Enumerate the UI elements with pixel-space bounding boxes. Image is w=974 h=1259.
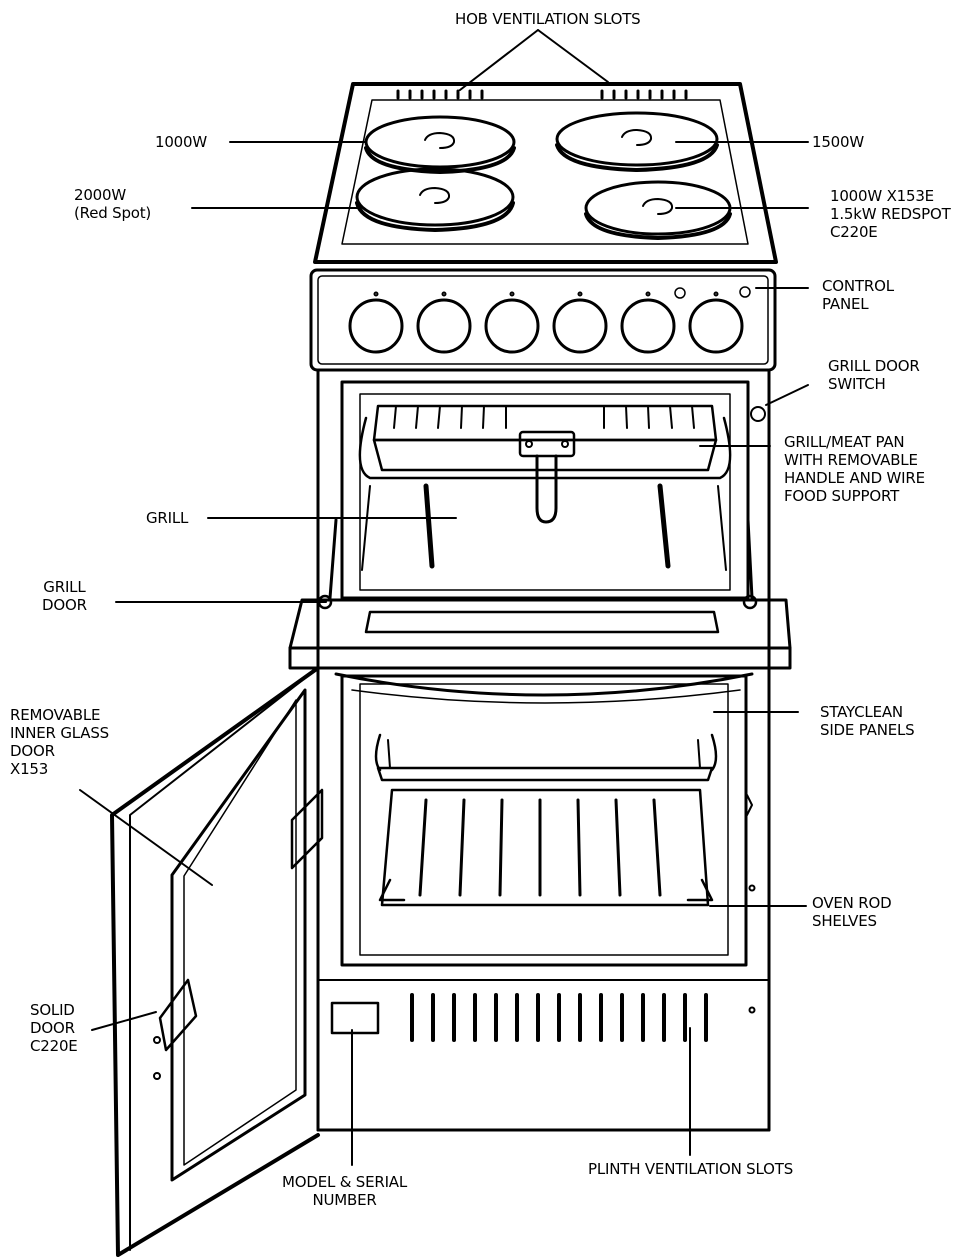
label-grill-door: GRILL DOOR	[42, 578, 87, 614]
control-panel	[309, 268, 777, 372]
label-line: (Red Spot)	[74, 204, 152, 222]
label-line: 1000W X153E	[830, 187, 934, 205]
label-line: DOOR	[42, 596, 87, 614]
label-solid-door: SOLID DOOR C220E	[30, 1001, 78, 1055]
hob	[313, 82, 778, 264]
hotplate-top-left	[364, 115, 516, 174]
leader-lines	[79, 29, 809, 1166]
label-oven-rod-shelves: OVEN ROD SHELVES	[812, 894, 892, 930]
label-line: STAYCLEAN	[820, 703, 903, 721]
label-inner-glass-door: REMOVABLE INNER GLASS DOOR X153	[10, 706, 109, 778]
label-line: C220E	[830, 223, 878, 241]
label-line: GRILL DOOR	[828, 357, 920, 375]
label-line: OVEN ROD	[812, 894, 892, 912]
label-plinth-ventilation-slots: PLINTH VENTILATION SLOTS	[588, 1160, 794, 1178]
label-grill: GRILL	[146, 509, 189, 527]
label-control-panel: CONTROL PANEL	[822, 277, 894, 313]
label-plate-1000w: 1000W	[155, 133, 208, 151]
label-line: INNER GLASS	[10, 724, 109, 742]
label-hob-ventilation-slots: HOB VENTILATION SLOTS	[455, 10, 641, 28]
label-line: 2000W	[74, 186, 127, 204]
label-line: GRILL/MEAT PAN	[784, 433, 905, 451]
label-line: CONTROL	[822, 277, 894, 295]
label-line: GRILL	[43, 578, 86, 596]
label-line: DOOR	[30, 1019, 75, 1037]
label-line: SWITCH	[828, 375, 886, 393]
hob-vents-right	[600, 89, 688, 100]
label-plate-1500w: 1500W	[812, 133, 865, 151]
oven-cavity	[334, 672, 756, 967]
label-side-panels: STAYCLEAN SIDE PANELS	[820, 703, 915, 739]
label-line: X153	[10, 760, 49, 778]
hotplate-bottom-right	[584, 180, 732, 240]
label-grill-door-switch: GRILL DOOR SWITCH	[828, 357, 920, 393]
label-line: REMOVABLE	[10, 706, 101, 724]
grill-compartment	[340, 380, 766, 600]
label-line: SHELVES	[812, 912, 877, 930]
label-line: WITH REMOVABLE	[784, 451, 918, 469]
label-line: MODEL & SERIAL	[282, 1173, 408, 1191]
label-line: HANDLE AND WIRE	[784, 469, 925, 487]
label-line: SIDE PANELS	[820, 721, 915, 739]
label-line: DOOR	[10, 742, 55, 760]
oven-door	[110, 666, 324, 1257]
label-line: 1.5kW REDSPOT	[830, 205, 951, 223]
grill-door	[288, 518, 792, 670]
hob-vents-left	[396, 89, 484, 100]
hotplate-top-right	[555, 111, 719, 172]
label-grill-meat-pan: GRILL/MEAT PAN WITH REMOVABLE HANDLE AND…	[784, 433, 925, 505]
plinth	[317, 979, 770, 1042]
label-plate-2000w: 2000W (Red Spot)	[74, 186, 151, 222]
label-line: C220E	[30, 1037, 78, 1055]
label-model-serial-number: MODEL & SERIAL NUMBER	[282, 1173, 407, 1209]
label-line: PANEL	[822, 295, 869, 313]
label-line: SOLID	[30, 1001, 75, 1019]
label-line: NUMBER	[312, 1191, 377, 1209]
hotplate-bottom-left	[355, 167, 515, 232]
cabinet	[316, 368, 771, 1132]
label-line: FOOD SUPPORT	[784, 487, 900, 505]
label-plate-redspot: 1000W X153E 1.5kW REDSPOT C220E	[830, 187, 951, 241]
